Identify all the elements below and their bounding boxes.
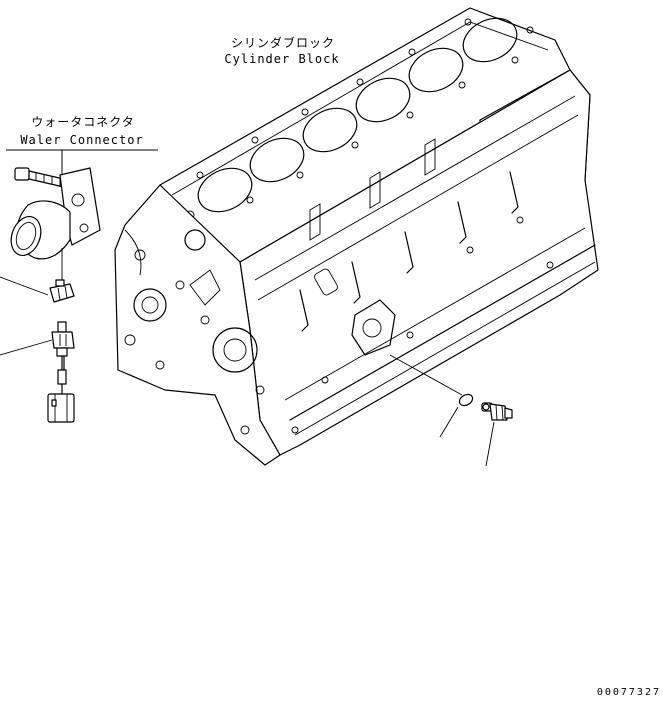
cylinder-block-label-en: Cylinder Block <box>224 52 340 66</box>
sensor-adapter <box>49 279 75 303</box>
oil-pressure-switch <box>481 402 513 421</box>
water-connector <box>10 167 101 260</box>
sensor-connector-plug <box>47 393 75 423</box>
cylinder-bores <box>197 17 518 213</box>
cylinder-block-label-ja: シリンダブロック <box>230 36 335 50</box>
water-connector-label-en: Waler Connector <box>20 133 144 147</box>
oil-filter-mount <box>351 299 396 356</box>
water-connector-assembly <box>0 150 101 423</box>
cylinder-block-front-face <box>114 184 281 466</box>
figure-code: 00077327 <box>596 687 661 698</box>
water-connector-label-ja: ウォータコネクタ <box>31 115 135 129</box>
connector-bolt <box>14 167 69 189</box>
cylinder-block <box>114 7 599 466</box>
bearing-webs <box>299 171 519 332</box>
plug-and-switch <box>389 354 513 467</box>
block-plug <box>458 393 474 407</box>
temperature-sensor <box>51 321 75 395</box>
